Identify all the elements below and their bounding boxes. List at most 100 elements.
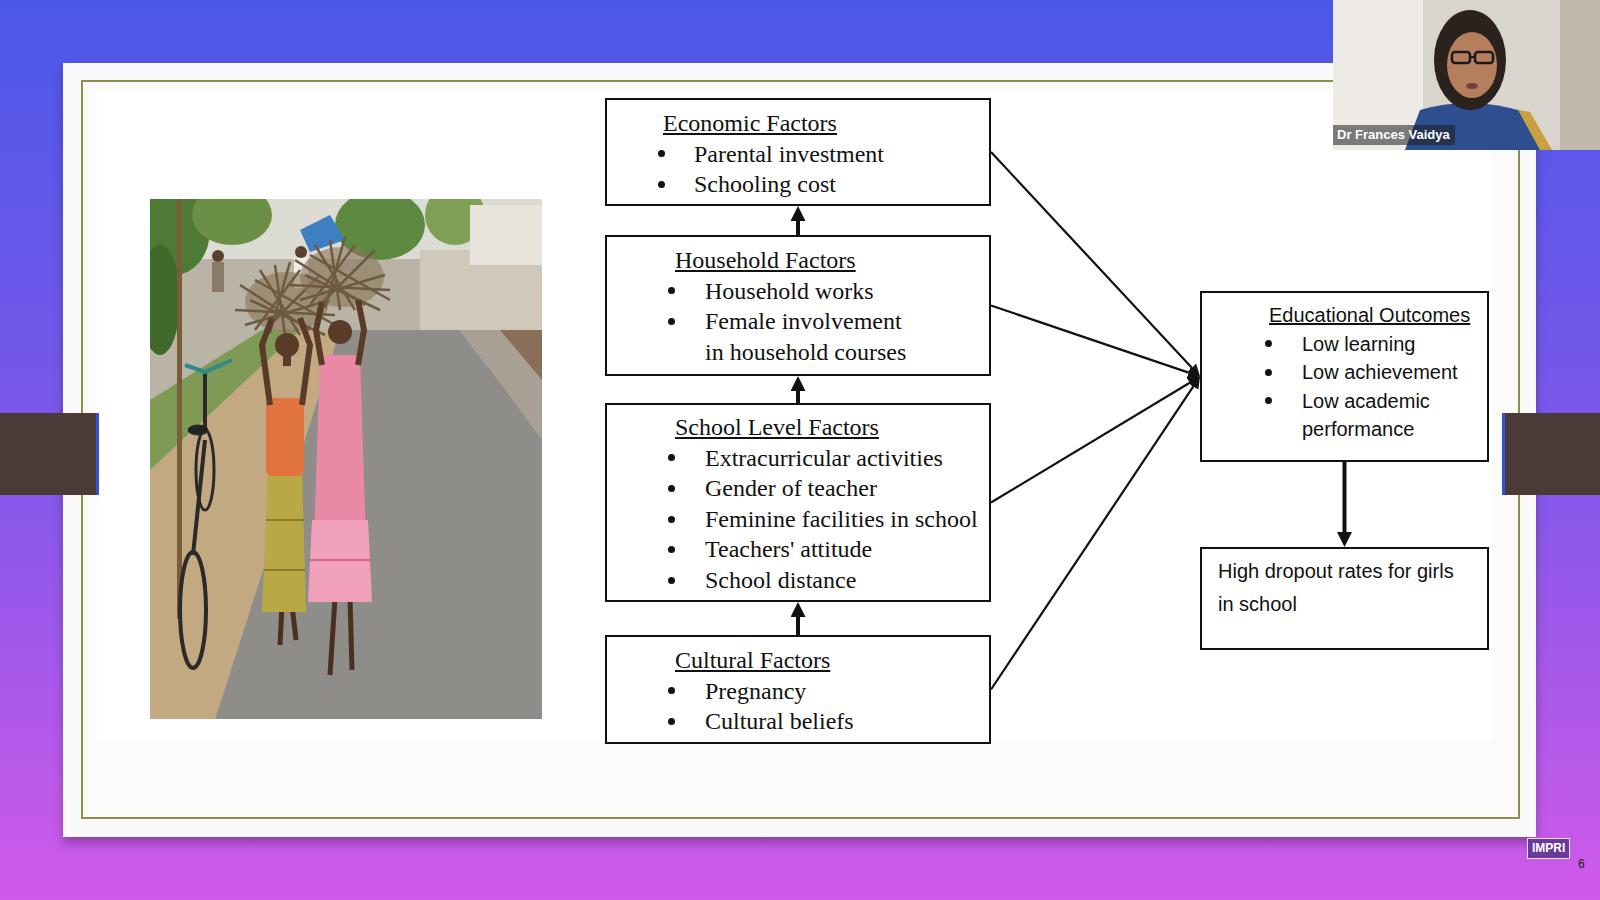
box-text: High dropout rates for girls in school (1202, 555, 1487, 620)
arrow-connector (991, 306, 1189, 373)
bullet-dot (668, 454, 675, 461)
street-photo (212, 262, 224, 292)
webcam-inset (1333, 0, 1600, 150)
street-photo (150, 199, 542, 719)
speaker-name: Dr Frances Vaidya (1337, 126, 1450, 143)
bicycle (180, 552, 206, 668)
bullet-item: Pregnancy (607, 676, 989, 707)
bullet-dot (658, 181, 665, 188)
bullet-text: Feminine facilities in school (705, 504, 978, 535)
factor-box: Household FactorsHousehold worksFemale i… (605, 235, 991, 376)
arrow-connector (991, 152, 1192, 368)
outcome-box: Educational OutcomesLow learningLow achi… (1200, 291, 1489, 462)
webcam-inset (1434, 10, 1506, 110)
bullet-dot (1265, 397, 1272, 404)
bullet-item: School distance (607, 565, 989, 596)
girl-figure (310, 255, 390, 300)
bullet-dot (668, 318, 675, 325)
bullet-item: Low achievement (1202, 358, 1487, 387)
girl-figure (330, 598, 335, 675)
box-heading: Cultural Factors (607, 645, 989, 676)
girl-figure (316, 302, 322, 365)
webcam-inset (1452, 52, 1470, 63)
bullet-dot (668, 577, 675, 584)
girl-figure (358, 300, 364, 365)
street-photo (460, 330, 542, 440)
girl-figure (264, 569, 305, 571)
girl-figure (300, 318, 310, 405)
bullet-text: School distance (705, 565, 856, 596)
box-heading: Economic Factors (607, 108, 989, 139)
bullet-text: Pregnancy (705, 676, 806, 707)
bullet-text: Household works (705, 276, 874, 307)
bullet-item: Teachers' attitude (607, 534, 989, 565)
girl-figure (290, 237, 390, 675)
bullet-item: Parental investment (607, 139, 989, 170)
girl-figure (266, 398, 304, 476)
bullet-text: Female involvement in household courses (705, 306, 920, 367)
heading-text: Cultural Factors (675, 645, 830, 676)
girl-figure (350, 598, 352, 670)
factor-box: Economic FactorsParental investmentSchoo… (605, 98, 991, 206)
street-photo (212, 250, 224, 262)
bullet-text: Schooling cost (694, 169, 836, 200)
bullet-text: Low achievement (1302, 358, 1458, 387)
street-photo (300, 215, 345, 252)
bullet-dot (1265, 369, 1272, 376)
webcam-inset (1560, 0, 1600, 150)
street-photo (192, 199, 272, 245)
arrow-connector (991, 386, 1193, 689)
girl-figure (305, 275, 380, 310)
bullet-dot (668, 516, 675, 523)
bullet-dot (668, 485, 675, 492)
bicycle (185, 360, 232, 372)
bullet-text: Extracurricular activities (705, 443, 943, 474)
box-heading: Household Factors (607, 245, 989, 276)
street-photo (150, 199, 542, 719)
bicycle (193, 440, 205, 555)
result-box: High dropout rates for girls in school (1200, 547, 1489, 650)
logo-badge: IMPRI (1527, 838, 1570, 859)
slide-number-text: 6 (1578, 857, 1585, 871)
bullet-text: Low academic performance (1302, 387, 1472, 444)
bullet-item: Extracurricular activities (607, 443, 989, 474)
webcam-inset (1333, 0, 1600, 150)
webcam-inset (1470, 56, 1475, 58)
bullet-item: Low academic performance (1202, 387, 1487, 444)
bicycle (203, 372, 207, 430)
arrow-connector (991, 383, 1190, 503)
heading-text: Economic Factors (663, 108, 837, 139)
bullet-item: Household works (607, 276, 989, 307)
logo-badge-text: IMPRI (1532, 841, 1565, 855)
box-heading: Educational Outcomes (1202, 301, 1487, 330)
slide-number: 6 (1578, 857, 1585, 872)
girl-figure (262, 318, 272, 405)
arrow-connector (1343, 462, 1347, 532)
girl-figure (290, 237, 390, 310)
arrow-connector (796, 617, 800, 635)
body-text: High dropout rates for girls in school (1218, 555, 1463, 620)
bullet-item: Gender of teacher (607, 473, 989, 504)
bullet-dot (668, 287, 675, 294)
bullet-text: Cultural beliefs (705, 706, 854, 737)
bullet-item: Cultural beliefs (607, 706, 989, 737)
side-tab (0, 413, 99, 495)
bullet-dot (668, 718, 675, 725)
box-heading: School Level Factors (607, 412, 989, 443)
bullet-item: Female involvement in household courses (607, 306, 989, 367)
bullet-text: Gender of teacher (705, 473, 877, 504)
bicycle (188, 425, 208, 435)
bullet-item: Feminine facilities in school (607, 504, 989, 535)
bullet-dot (1265, 340, 1272, 347)
factor-box: School Level FactorsExtracurricular acti… (605, 403, 991, 602)
street-photo (470, 205, 542, 265)
bullet-item: Low learning (1202, 330, 1487, 359)
girl-figure (328, 320, 352, 344)
webcam-inset (1475, 52, 1493, 63)
factor-box: Cultural FactorsPregnancyCultural belief… (605, 635, 991, 744)
webcam-inset (1466, 83, 1478, 89)
arrow-connector (796, 221, 800, 235)
webcam-inset (1518, 110, 1552, 150)
